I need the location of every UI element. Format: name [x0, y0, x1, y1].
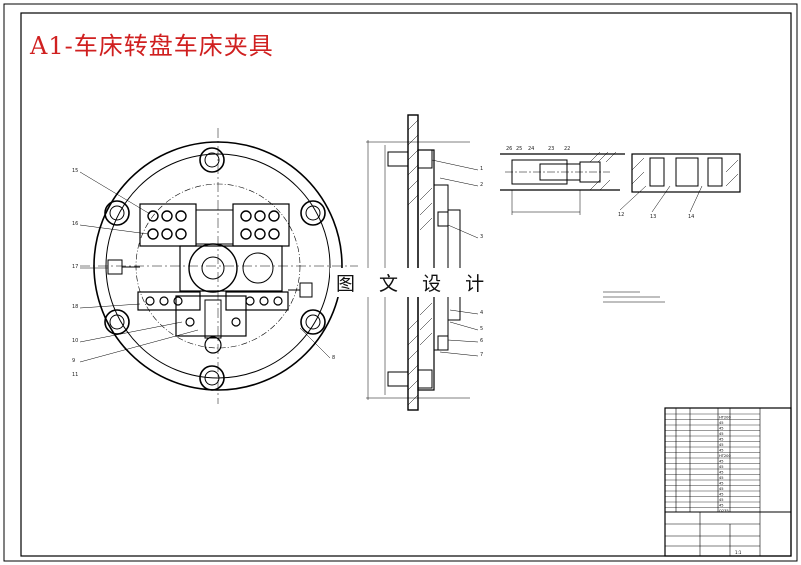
material-cell: Q235 — [719, 509, 729, 513]
callout-number: 4 — [480, 310, 484, 316]
callout-number: 24 — [528, 146, 535, 152]
material-cell: 45 — [719, 471, 724, 475]
material-cell: 45 — [719, 438, 724, 442]
technical-notes — [603, 291, 665, 303]
callout-number: 3 — [480, 234, 484, 240]
material-cell: 45 — [719, 443, 724, 447]
callout-number: 17 — [72, 264, 79, 270]
material-cell: 45 — [719, 432, 724, 436]
material-cell: 45 — [719, 427, 724, 431]
callout-number: 22 — [564, 146, 571, 152]
callout-number: 14 — [688, 214, 695, 220]
side-section-view — [366, 114, 479, 411]
scale-cell: 1:1 — [735, 550, 742, 555]
material-cell: 45 — [719, 482, 724, 486]
watermark-text: 图 文 设 计 — [330, 268, 500, 297]
inner-frame — [20, 12, 792, 557]
drawing-title: A1-车床转盘车床夹具 — [30, 32, 274, 60]
material-cell: HT200 — [719, 454, 731, 458]
title-block — [664, 407, 792, 557]
callout-number: 9 — [72, 358, 76, 364]
callout-number: 25 — [516, 146, 523, 152]
callout-number: 1 — [480, 166, 484, 172]
callout-number: 12 — [618, 212, 625, 218]
material-cell: 45 — [719, 460, 724, 464]
callout-number: 8 — [332, 355, 336, 361]
callout-number: 11 — [72, 372, 79, 378]
title-block-rows: HT200454545454545HT200454545454545454545… — [665, 413, 760, 555]
callout-number: 16 — [72, 221, 79, 227]
material-cell: 45 — [719, 449, 724, 453]
callout-number: 13 — [650, 214, 657, 220]
material-cell: 45 — [719, 493, 724, 497]
material-cell: 45 — [719, 504, 724, 508]
front-view — [79, 128, 358, 404]
bolt-holes — [104, 147, 326, 391]
outer-frame — [3, 3, 798, 562]
material-cell: 45 — [719, 465, 724, 469]
detail-view-b — [619, 153, 741, 213]
material-cell: 45 — [719, 487, 724, 491]
material-cell: 45 — [719, 476, 724, 480]
callout-number: 6 — [480, 338, 484, 344]
callout-number: 23 — [548, 146, 555, 152]
callout-number: 7 — [480, 352, 484, 358]
callout-number: 15 — [72, 168, 79, 174]
callout-number: 26 — [506, 146, 513, 152]
material-cell: 45 — [719, 498, 724, 502]
callout-number: 2 — [480, 182, 484, 188]
callout-number: 10 — [72, 338, 79, 344]
material-cell: 45 — [719, 421, 724, 425]
callout-number: 5 — [480, 326, 484, 332]
material-cell: HT200 — [719, 416, 731, 420]
callout-number: 18 — [72, 304, 79, 310]
detail-view-a — [500, 151, 625, 215]
